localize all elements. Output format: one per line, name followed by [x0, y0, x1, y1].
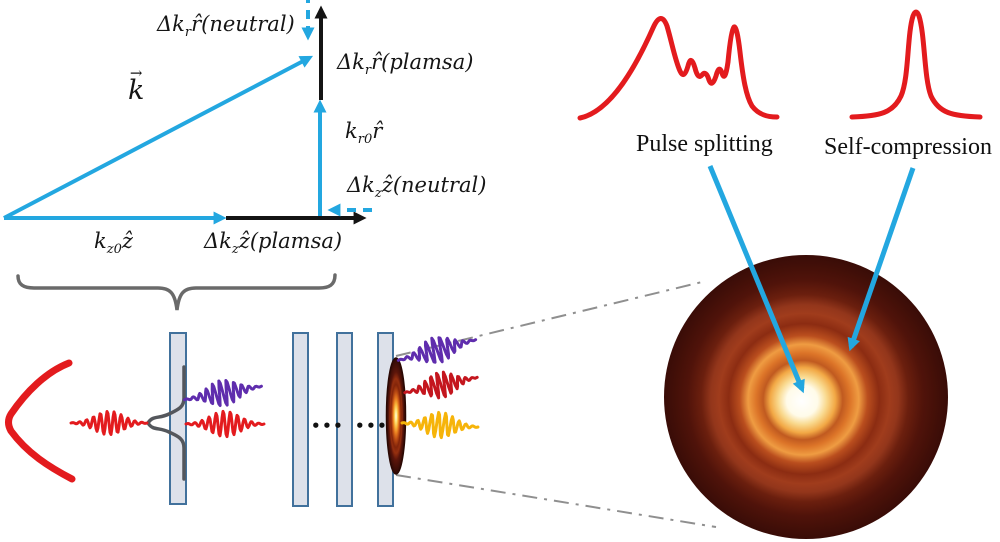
brace [16, 273, 337, 311]
label-dkz-plasma: Δkzẑ(plamsa) [204, 229, 343, 258]
plate-2 [292, 332, 309, 507]
annotation-arrows [707, 165, 916, 394]
thin-plates [169, 332, 394, 507]
ellipsis-dots-1: ••• [311, 417, 344, 435]
self-compression-pointer-arrow [847, 167, 916, 352]
output-purple-wave-packet [396, 336, 478, 364]
wave-packets [69, 336, 480, 440]
magnifier-lines [395, 281, 717, 528]
output-yellow-wave-packet [400, 410, 480, 440]
k-vector-arrow [3, 55, 314, 220]
plate1-purple-wave-packet [183, 379, 263, 407]
pulse-splitting-pointer-arrow [707, 165, 805, 394]
caption-pulse-splitting: Pulse splitting [636, 131, 773, 157]
input-red-wave-packet [69, 410, 149, 436]
label-kz0: kz0ẑ [94, 229, 133, 258]
output-red-wave-packet [403, 370, 479, 400]
label-k-vector: →k [128, 64, 145, 106]
plate-3 [336, 332, 353, 507]
input-pulse-envelope [5, 359, 76, 483]
plate1-red-wave-packet [184, 409, 266, 439]
plasma-filament-lens [385, 357, 407, 475]
magnifier-line-top [395, 281, 703, 357]
caption-self-compression: Self-compression [824, 134, 992, 160]
label-kr0: kr0r̂ [345, 119, 383, 148]
label-dkz-neutral: Δkzẑ(neutral) [347, 173, 487, 202]
label-dkr-plasma: Δkrr̂(plamsa) [337, 50, 474, 79]
magnifier-line-bottom [395, 474, 717, 528]
diffraction-ring-pattern [664, 255, 948, 539]
self-compression-curve [849, 9, 983, 120]
pulse-splitting-curve [577, 16, 780, 121]
ellipsis-dots-2: ••• [355, 417, 388, 435]
label-dkr-neutral: Δkrr̂(neutral) [157, 12, 295, 41]
k-vector-diagram [3, 0, 372, 225]
plate-1 [169, 332, 187, 505]
